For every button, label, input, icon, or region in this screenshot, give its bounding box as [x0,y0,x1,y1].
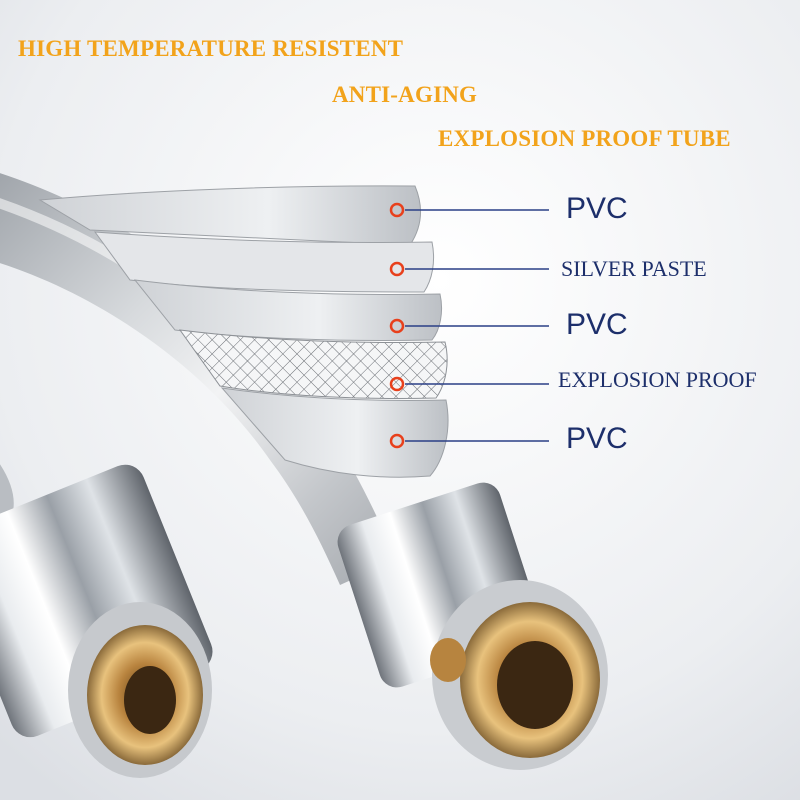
layer-sheet-explosion-proof-mesh [178,329,448,399]
marker-dot-5 [389,433,405,449]
layer-label-silver-paste: SILVER PASTE [561,256,707,281]
right-fitting [337,482,608,770]
layer-callout-4 [389,376,549,392]
left-fitting [0,464,213,778]
layer-callout-1 [389,202,549,218]
layer-label-pvc-inner: PVC [566,422,628,455]
marker-dot-4 [389,376,405,392]
marker-dot-1 [389,202,405,218]
layer-sheet-outer-pvc [38,185,421,246]
layer-callout-3 [389,318,549,334]
layer-sheet-core-pvc [220,387,449,478]
layer-label-explosion-proof: EXPLOSION PROOF [558,367,757,392]
layer-label-pvc-outer: PVC [566,192,628,225]
hose-left-segment [0,464,14,520]
marker-dot-3 [389,318,405,334]
layer-callout-5 [389,433,549,449]
headline-anti-aging: ANTI-AGING [332,82,478,107]
layer-callout-2 [389,261,549,277]
marker-dot-2 [389,261,405,277]
layer-sheet-inner-pvc [133,279,443,342]
layer-label-pvc-middle: PVC [566,308,628,341]
hose-body [0,173,395,585]
headline-explosion-proof-tube: EXPLOSION PROOF TUBE [438,126,731,151]
headline-high-temperature: HIGH TEMPERATURE RESISTENT [18,36,404,61]
layer-sheet-silver-paste [93,231,435,293]
